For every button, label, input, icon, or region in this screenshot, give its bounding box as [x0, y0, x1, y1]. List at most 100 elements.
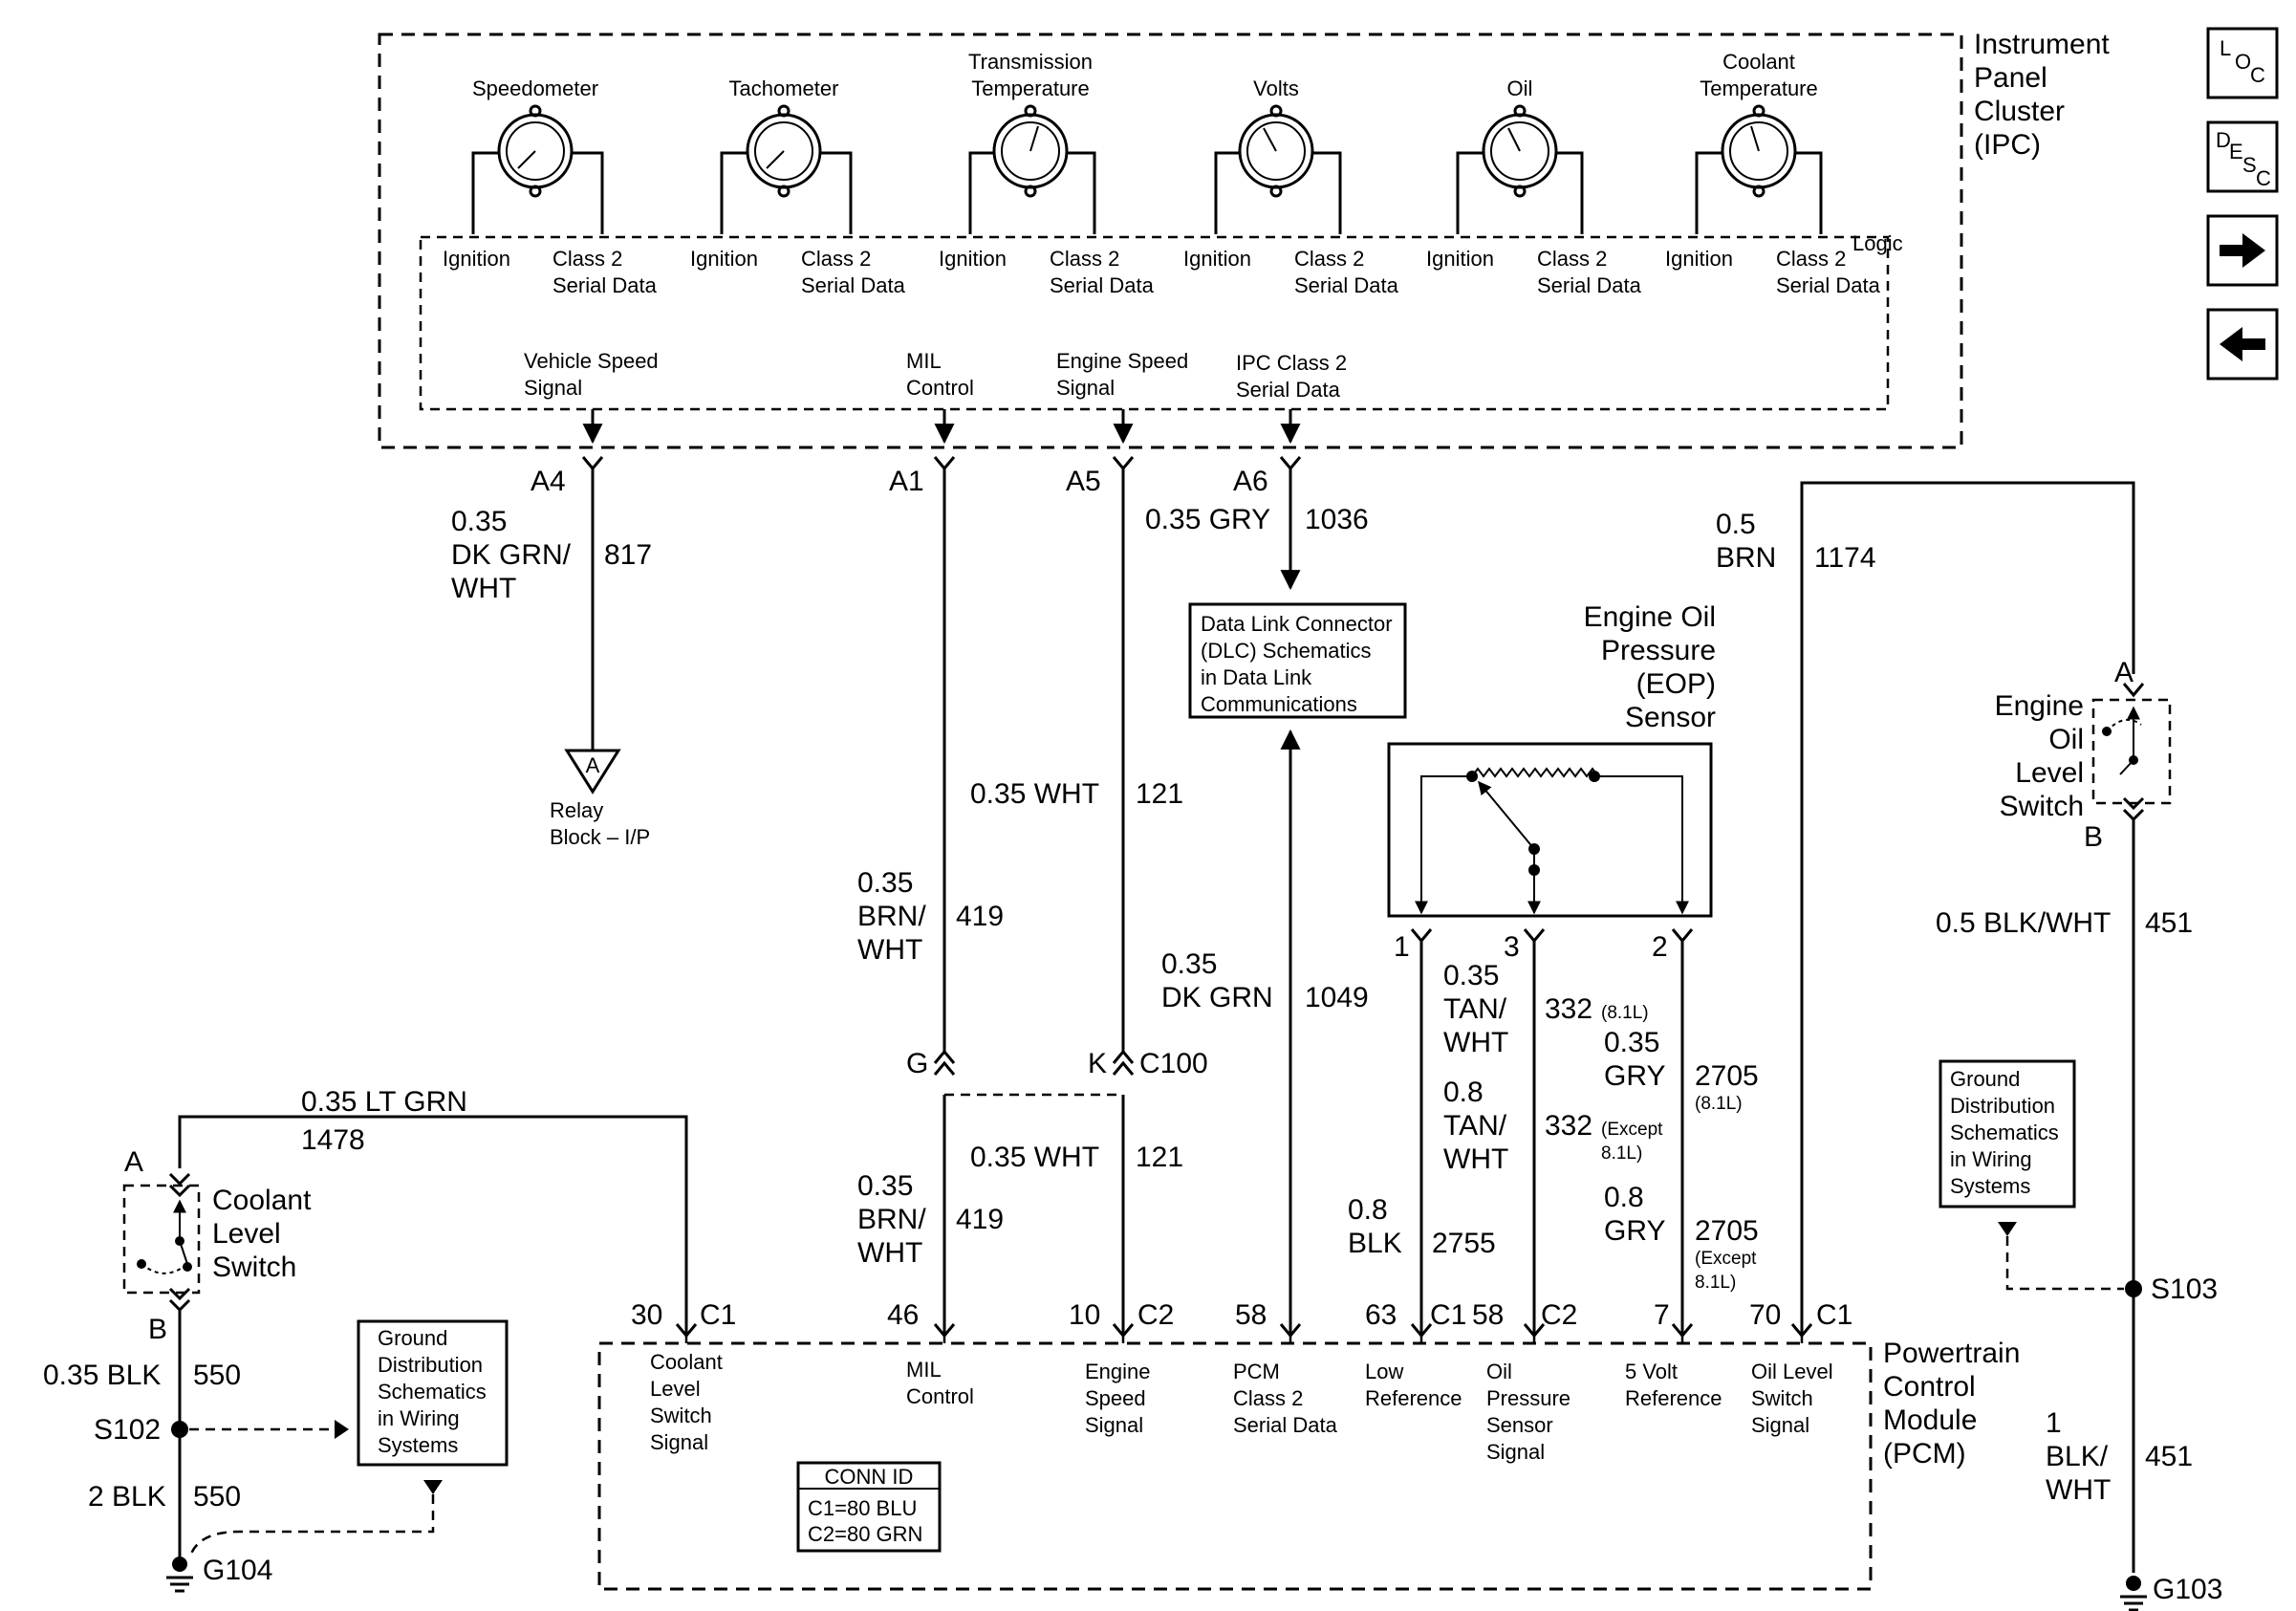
svg-text:Distribution: Distribution	[1950, 1094, 2055, 1118]
svg-text:Signal: Signal	[650, 1430, 708, 1454]
ipc-title: Instrument Panel Cluster (IPC)	[1974, 29, 2117, 161]
svg-text:Distribution: Distribution	[378, 1353, 483, 1377]
svg-text:Ignition: Ignition	[1183, 247, 1251, 271]
ipc-output-labels: Vehicle Speed Signal MIL Control Engine …	[524, 349, 1347, 402]
circuit-2705: 0.35 GRY 2705 (8.1L) 0.8 GRY 2705 (Excep…	[1604, 941, 1759, 1334]
svg-text:7: 7	[1654, 1299, 1670, 1331]
svg-text:0.35 GRY: 0.35 GRY	[1145, 504, 1270, 535]
svg-text:1: 1	[1394, 931, 1410, 963]
ipc-outline	[378, 33, 1963, 449]
svg-text:30: 30	[631, 1299, 662, 1331]
ground-g103: G103	[2120, 1574, 2222, 1611]
svg-text:in Wiring: in Wiring	[1950, 1147, 2032, 1171]
svg-text:Signal: Signal	[1486, 1440, 1545, 1464]
svg-text:332: 332	[1545, 993, 1592, 1025]
connector-c100: G K C100	[906, 1048, 1208, 1097]
svg-text:121: 121	[1136, 778, 1183, 810]
next-page-button[interactable]	[2206, 214, 2279, 287]
svg-text:70: 70	[1749, 1299, 1781, 1331]
loc-button[interactable]: L O C	[2206, 27, 2279, 99]
svg-text:5 Volt: 5 Volt	[1625, 1360, 1678, 1383]
svg-text:C1: C1	[1430, 1299, 1466, 1331]
svg-text:CONN ID: CONN ID	[825, 1465, 914, 1489]
svg-text:Ground: Ground	[1950, 1067, 2020, 1091]
ipc-output-wires: A4 A1 A5 A6	[531, 409, 1302, 497]
svg-text:E: E	[2229, 140, 2243, 163]
svg-text:Engine Speed: Engine Speed	[1056, 349, 1188, 373]
svg-text:Engine: Engine	[1995, 690, 2084, 722]
svg-text:419: 419	[956, 901, 1004, 932]
svg-text:Class 2: Class 2	[1776, 247, 1846, 271]
svg-text:C2=80 GRN: C2=80 GRN	[808, 1522, 922, 1546]
svg-text:(Except: (Except	[1695, 1249, 1757, 1269]
svg-text:Sensor: Sensor	[1486, 1413, 1553, 1437]
svg-text:O: O	[2235, 50, 2251, 74]
svg-text:8.1L): 8.1L)	[1695, 1273, 1736, 1293]
svg-text:46: 46	[887, 1299, 919, 1331]
gauge-coolant-temperature: Coolant Temperature	[1695, 50, 1823, 234]
circuit-1174: 0.5 BRN 1174	[1716, 481, 2135, 1334]
svg-text:A: A	[586, 753, 600, 777]
pcm-pins: 30 C1 46 10 C2 58 63 C1 58 C2 7 70 C1	[631, 1299, 1852, 1331]
svg-text:451: 451	[2145, 907, 2193, 939]
circuit-451: 0.5 BLK/WHT 451 1 BLK/ WHT 451 S103 G103…	[1936, 819, 2222, 1611]
previous-page-button[interactable]	[2206, 308, 2279, 381]
pin-a1: A1	[889, 466, 924, 497]
svg-text:in Wiring: in Wiring	[378, 1406, 460, 1430]
svg-text:Coolant: Coolant	[212, 1185, 312, 1216]
svg-text:MIL: MIL	[906, 349, 942, 373]
svg-text:Systems: Systems	[1950, 1174, 2030, 1198]
svg-text:0.35 WHT: 0.35 WHT	[970, 1142, 1099, 1173]
logic-label: Logic	[1852, 231, 1903, 255]
circuit-817: 0.35 DK GRN/ WHT 817 A Relay Block – I/P	[451, 468, 652, 849]
pin-a5: A5	[1066, 466, 1101, 497]
svg-text:Reference: Reference	[1625, 1386, 1722, 1410]
conn-id-box: CONN ID C1=80 BLU C2=80 GRN	[796, 1461, 942, 1553]
svg-text:WHT: WHT	[1443, 1027, 1508, 1058]
svg-text:(EOP): (EOP)	[1636, 668, 1716, 700]
svg-text:1174: 1174	[1814, 542, 1876, 574]
svg-text:C: C	[2250, 63, 2265, 87]
svg-text:Level: Level	[2015, 757, 2084, 789]
desc-button[interactable]: D E S C	[2206, 120, 2279, 193]
svg-text:Control: Control	[1883, 1371, 1976, 1403]
svg-text:C1=80 BLU: C1=80 BLU	[808, 1496, 917, 1520]
gauge-oil: Oil	[1456, 76, 1584, 234]
svg-text:BRN/: BRN/	[857, 1204, 926, 1235]
svg-text:A: A	[2114, 657, 2134, 688]
ipc-cluster: Logic Instrument Panel Cluster (IPC) Spe…	[378, 29, 2117, 449]
svg-text:Signal: Signal	[524, 376, 582, 400]
dlc-box: Data Link Connector (DLC) Schematics in …	[1188, 602, 1407, 719]
svg-text:2705: 2705	[1695, 1060, 1759, 1092]
svg-text:Schematics: Schematics	[378, 1380, 487, 1404]
svg-text:Serial Data: Serial Data	[1233, 1413, 1338, 1437]
svg-text:Signal: Signal	[1751, 1413, 1809, 1437]
ground-distribution-box-right: Ground Distribution Schematics in Wiring…	[1939, 1059, 2124, 1291]
svg-text:Schematics: Schematics	[1950, 1121, 2059, 1144]
svg-text:DK GRN/: DK GRN/	[451, 539, 572, 571]
svg-text:(8.1L): (8.1L)	[1601, 1003, 1649, 1023]
svg-text:C1: C1	[1816, 1299, 1852, 1331]
svg-text:Low: Low	[1365, 1360, 1403, 1383]
svg-text:WHT: WHT	[1443, 1143, 1508, 1175]
svg-text:TAN/: TAN/	[1443, 1110, 1507, 1142]
svg-text:Switch: Switch	[2000, 791, 2084, 822]
svg-text:121: 121	[1136, 1142, 1183, 1173]
svg-text:Signal: Signal	[1085, 1413, 1143, 1437]
pcm-pin-labels: Coolant Level Switch Signal MIL Control …	[650, 1350, 1833, 1464]
gauge-volts: Volts	[1214, 76, 1342, 234]
svg-text:S102: S102	[94, 1414, 161, 1446]
svg-text:C2: C2	[1541, 1299, 1577, 1331]
svg-text:BRN: BRN	[1716, 542, 1776, 574]
svg-text:Ignition: Ignition	[1426, 247, 1494, 271]
coolant-level-switch: A Coolant Level Switch B	[122, 1146, 312, 1345]
svg-text:Serial Data: Serial Data	[1294, 273, 1399, 297]
svg-text:0.35 LT GRN: 0.35 LT GRN	[301, 1086, 467, 1118]
svg-text:419: 419	[956, 1204, 1004, 1235]
svg-text:1049: 1049	[1305, 982, 1369, 1013]
svg-text:Oil: Oil	[2048, 724, 2084, 755]
svg-text:Systems: Systems	[378, 1433, 458, 1457]
pcm-module: Powertrain Control Module (PCM) 30 C1 46…	[597, 1299, 2020, 1591]
circuit-121: 0.35 WHT 121 0.35 WHT 121	[970, 468, 1183, 1334]
